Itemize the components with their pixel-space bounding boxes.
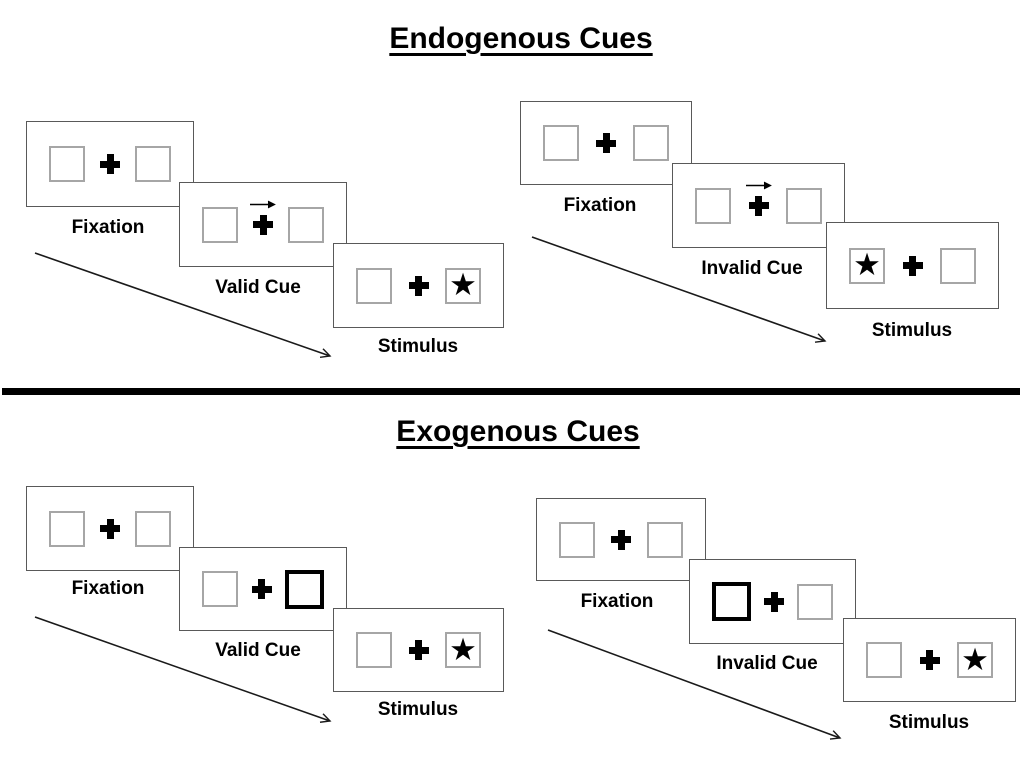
fixation-cross-icon [902, 255, 923, 276]
fixation-cross-icon [596, 133, 616, 153]
exogenous-valid-fixation-panel [26, 486, 194, 571]
section-divider [2, 388, 1020, 395]
star-stimulus-icon: ★ [853, 247, 881, 282]
exogenous-valid-cue-panel [179, 547, 347, 631]
fixation-cross-icon [611, 529, 631, 550]
stage-label-fixation: Fixation [580, 591, 654, 612]
endogenous-valid-stimulus-panel: ★ [333, 243, 504, 328]
exogenous-invalid-stimulus-panel: ★ [843, 618, 1016, 702]
exogenous-valid-stimulus-panel: ★ [333, 608, 504, 692]
left-highlighted-cue-box [712, 582, 751, 621]
left-placeholder-box [49, 146, 85, 182]
sequence-arrow-endogenous-invalid [531, 236, 825, 341]
right-target-box: ★ [957, 642, 993, 678]
left-target-box: ★ [849, 247, 885, 284]
left-placeholder-box [49, 510, 85, 547]
stage-label-stimulus: Stimulus [888, 712, 970, 733]
fixation-cross-icon [764, 591, 784, 612]
right-placeholder-box [135, 146, 171, 182]
endogenous-valid-cue-panel [179, 182, 347, 267]
endogenous-invalid-stimulus-panel: ★ [826, 222, 999, 309]
stage-label-stimulus: Stimulus [871, 320, 953, 341]
stage-label-valid-cue: Valid Cue [215, 277, 301, 298]
endogenous-invalid-cue-panel [672, 163, 845, 248]
fixation-cross-icon [745, 181, 772, 216]
exogenous-section-title: Exogenous Cues [396, 415, 640, 448]
right-placeholder-box [940, 247, 976, 284]
star-stimulus-icon: ★ [449, 631, 477, 667]
endogenous-section-title: Endogenous Cues [389, 22, 653, 55]
stage-label-fixation: Fixation [563, 195, 637, 216]
left-placeholder-box [559, 521, 595, 558]
fixation-cross-icon [100, 518, 120, 539]
right-arrow-cue-icon [250, 200, 276, 208]
left-placeholder-box [543, 125, 579, 161]
right-placeholder-box [797, 583, 833, 620]
stage-label-stimulus: Stimulus [377, 336, 459, 357]
star-stimulus-icon: ★ [961, 641, 989, 677]
stage-label-invalid-cue: Invalid Cue [716, 653, 818, 674]
fixation-cross-icon [250, 200, 276, 235]
right-target-box: ★ [445, 267, 481, 304]
fixation-cross-icon [251, 579, 272, 599]
right-highlighted-cue-box [285, 569, 324, 609]
left-placeholder-box [695, 187, 731, 224]
sequence-arrow-exogenous-valid [34, 616, 330, 721]
right-target-box: ★ [445, 632, 481, 668]
endogenous-invalid-fixation-panel [520, 101, 692, 185]
stage-label-fixation: Fixation [71, 578, 145, 599]
exogenous-invalid-fixation-panel [536, 498, 706, 581]
right-placeholder-box [633, 125, 669, 161]
stage-label-valid-cue: Valid Cue [215, 640, 301, 661]
stage-label-stimulus: Stimulus [377, 699, 459, 720]
left-placeholder-box [356, 267, 392, 304]
left-placeholder-box [202, 206, 238, 243]
stage-label-invalid-cue: Invalid Cue [701, 258, 803, 279]
left-placeholder-box [202, 571, 238, 607]
endogenous-valid-fixation-panel [26, 121, 194, 207]
fixation-cross-icon [919, 650, 940, 670]
right-placeholder-box [647, 521, 683, 558]
fixation-cross-icon [100, 154, 120, 174]
fixation-cross-icon [408, 275, 429, 296]
right-placeholder-box [288, 206, 324, 243]
left-placeholder-box [866, 642, 902, 678]
sequence-arrow-exogenous-invalid [547, 629, 840, 738]
sequence-arrow-endogenous-valid [34, 252, 330, 356]
star-stimulus-icon: ★ [449, 267, 477, 302]
stage-label-fixation: Fixation [71, 217, 145, 238]
right-arrow-cue-icon [745, 181, 772, 189]
right-placeholder-box [135, 510, 171, 547]
fixation-cross-icon [408, 640, 429, 660]
exogenous-invalid-cue-panel [689, 559, 856, 644]
left-placeholder-box [356, 632, 392, 668]
right-placeholder-box [786, 187, 822, 224]
